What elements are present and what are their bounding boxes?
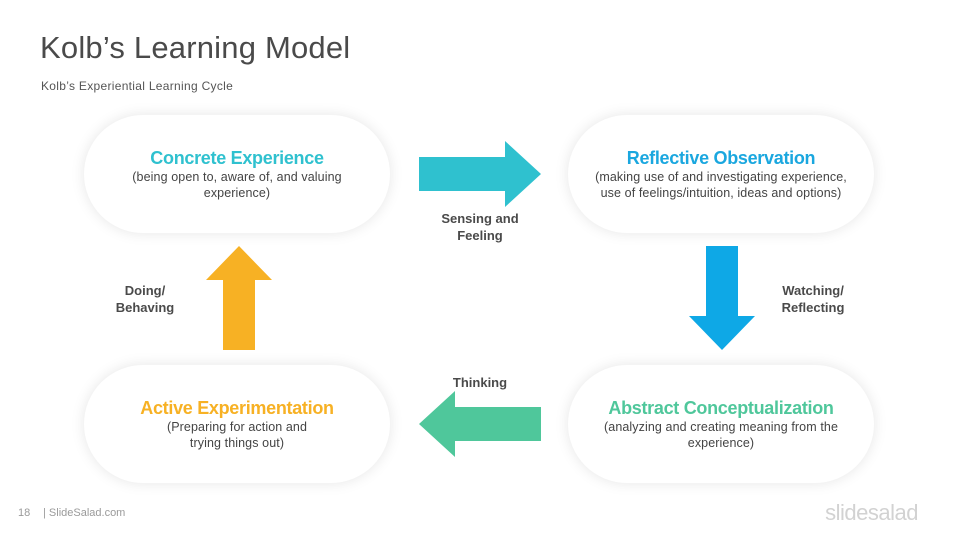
active-experimentation-desc: (Preparing for action and trying things … — [166, 419, 308, 450]
active-experimentation-card: Active Experimentation (Preparing for ac… — [84, 365, 390, 483]
right-arrow-icon — [419, 141, 541, 207]
concrete-experience-desc: (being open to, aware of, and valuing ex… — [132, 169, 342, 200]
concrete-experience-card: Concrete Experience (being open to, awar… — [84, 115, 390, 233]
reflective-observation-card: Reflective Observation (making use of an… — [568, 115, 874, 233]
left-arrow-icon — [419, 391, 541, 457]
sensing-feeling-label: Sensing and Feeling — [441, 211, 519, 243]
slide-subtitle: Kolb’s Experiential Learning Cycle — [41, 79, 234, 93]
abstract-conceptualization-desc: (analyzing and creating meaning from the… — [604, 419, 838, 450]
brand-logo: slidesalad — [825, 500, 918, 525]
reflective-observation-desc: (making use of and investigating experie… — [595, 169, 847, 200]
concrete-experience-title: Concrete Experience — [150, 147, 324, 168]
thinking-label: Thinking — [452, 375, 508, 390]
slide-title: Kolb’s Learning Model — [40, 30, 351, 65]
abstract-conceptualization-card: Abstract Conceptualization (analyzing an… — [568, 365, 874, 483]
page-number: 18 — [18, 507, 31, 519]
up-arrow-icon — [206, 246, 272, 350]
reflective-observation-title: Reflective Observation — [626, 147, 816, 168]
down-arrow-icon — [689, 246, 755, 350]
watching-reflecting-label: Watching/ Reflecting — [781, 283, 845, 315]
footer-site-link: | SlideSalad.com — [43, 507, 126, 519]
abstract-conceptualization-title: Abstract Conceptualization — [608, 397, 834, 418]
doing-behaving-label: Doing/ Behaving — [115, 283, 175, 315]
active-experimentation-title: Active Experimentation — [140, 397, 334, 418]
